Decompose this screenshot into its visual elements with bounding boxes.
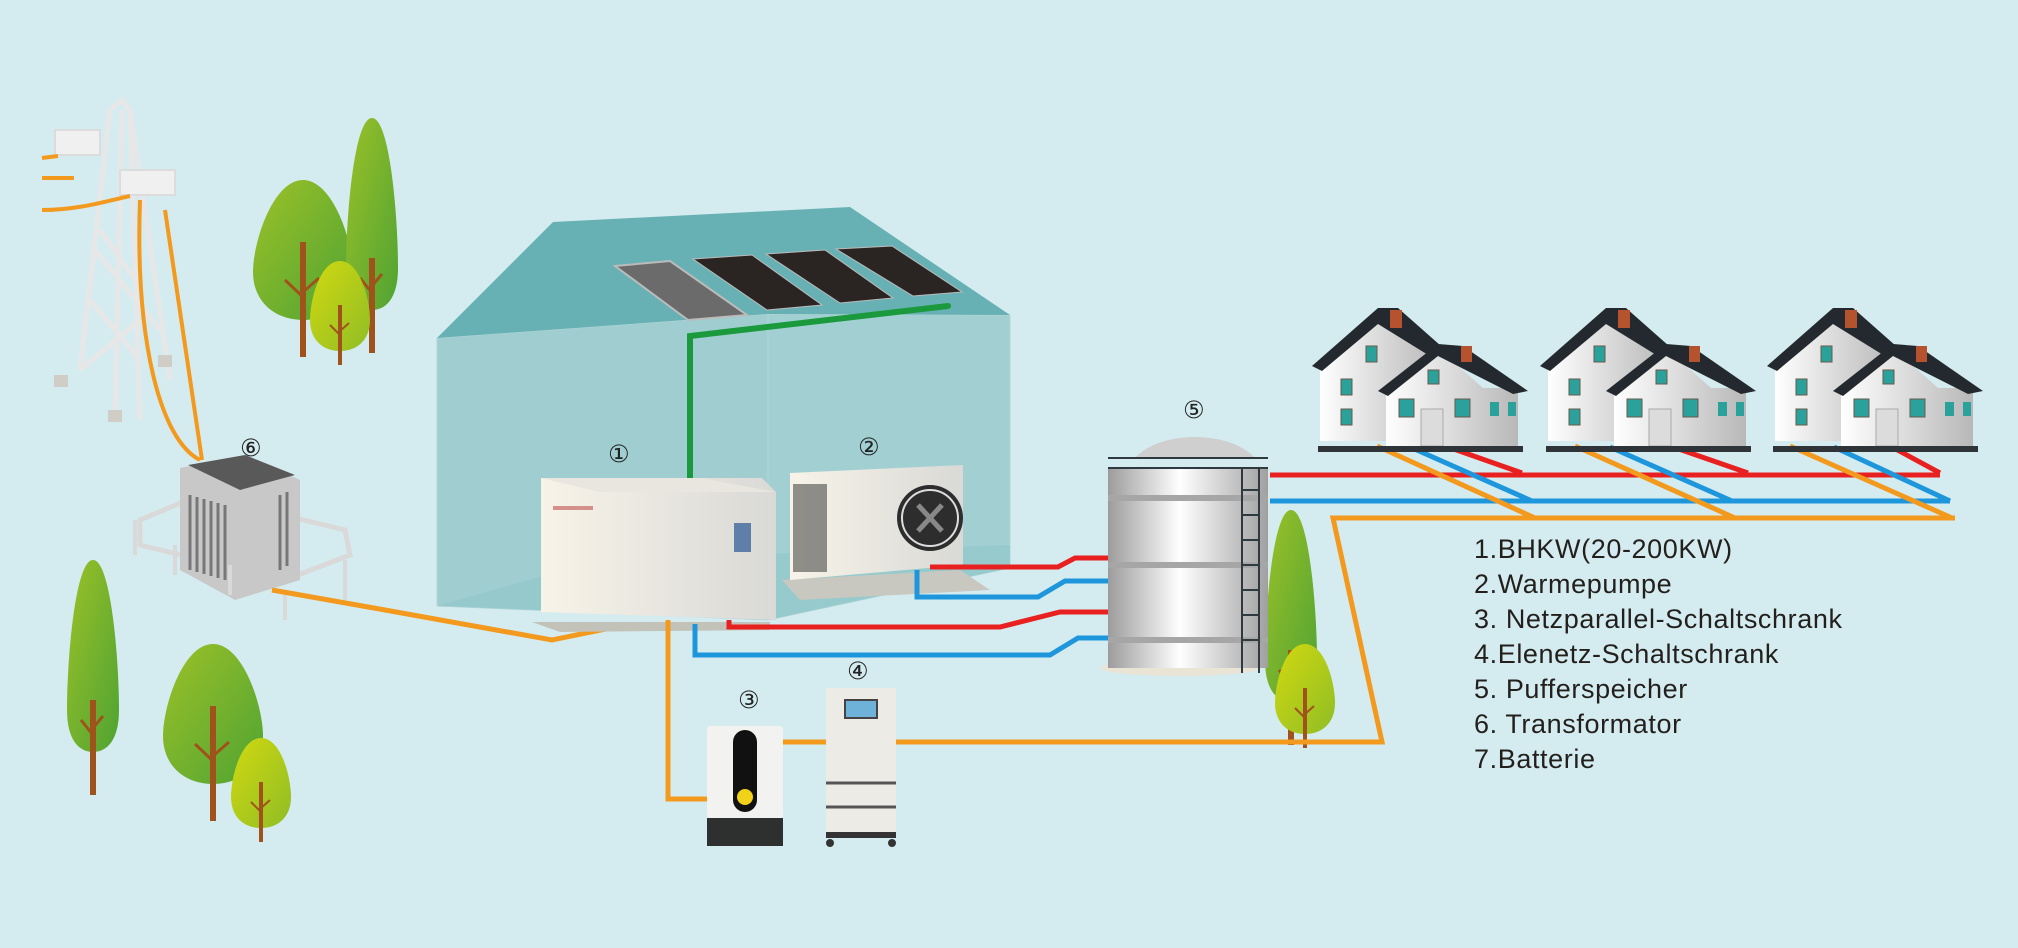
heat-pump xyxy=(782,465,990,600)
component-legend: 1.BHKW(20-200KW) 2.Warmepumpe 3. Netzpar… xyxy=(1474,532,1843,777)
solar-line xyxy=(687,303,951,483)
house-group-1 xyxy=(1311,307,1529,453)
marker-1: ① xyxy=(608,440,630,468)
legend-item: 5. Pufferspeicher xyxy=(1474,674,1688,704)
buffer-tank xyxy=(1100,437,1268,676)
pylon-cables xyxy=(41,154,204,462)
pipes-hot xyxy=(726,472,1940,630)
marker-6: ⑥ xyxy=(240,434,262,462)
legend-item: 7.Batterie xyxy=(1474,744,1596,774)
tree-group-top-left xyxy=(251,116,400,366)
battery-cabinet xyxy=(826,688,896,847)
pipes-cold xyxy=(692,498,1950,658)
house-connection-lines xyxy=(1375,443,1954,521)
marker-4: ④ xyxy=(847,657,869,685)
bhkw-unit xyxy=(532,478,776,632)
house-group-2 xyxy=(1539,307,1757,453)
marker-5: ⑤ xyxy=(1183,396,1205,424)
transformer-to-bhkw-cable xyxy=(271,587,626,643)
electric-main-line xyxy=(892,515,1955,745)
tree-group-bottom-left xyxy=(65,558,292,843)
bhkw-to-cabinet-line xyxy=(665,620,708,802)
marker-3: ③ xyxy=(738,686,760,714)
legend-item: 1.BHKW(20-200KW) xyxy=(1474,534,1733,564)
legend-item: 6. Transformator xyxy=(1474,709,1682,739)
legend-item: 4.Elenetz-Schaltschrank xyxy=(1474,639,1779,669)
transformer xyxy=(133,455,353,620)
house-group-3 xyxy=(1766,307,1984,453)
grid-parallel-cabinet xyxy=(707,726,783,846)
power-pylon xyxy=(54,96,176,422)
legend-item: 3. Netzparallel-Schaltschrank xyxy=(1474,604,1843,634)
tree-group-tank xyxy=(1263,508,1336,749)
solar-panels xyxy=(612,245,964,322)
marker-2: ② xyxy=(858,433,880,461)
legend-item: 2.Warmepumpe xyxy=(1474,569,1673,599)
